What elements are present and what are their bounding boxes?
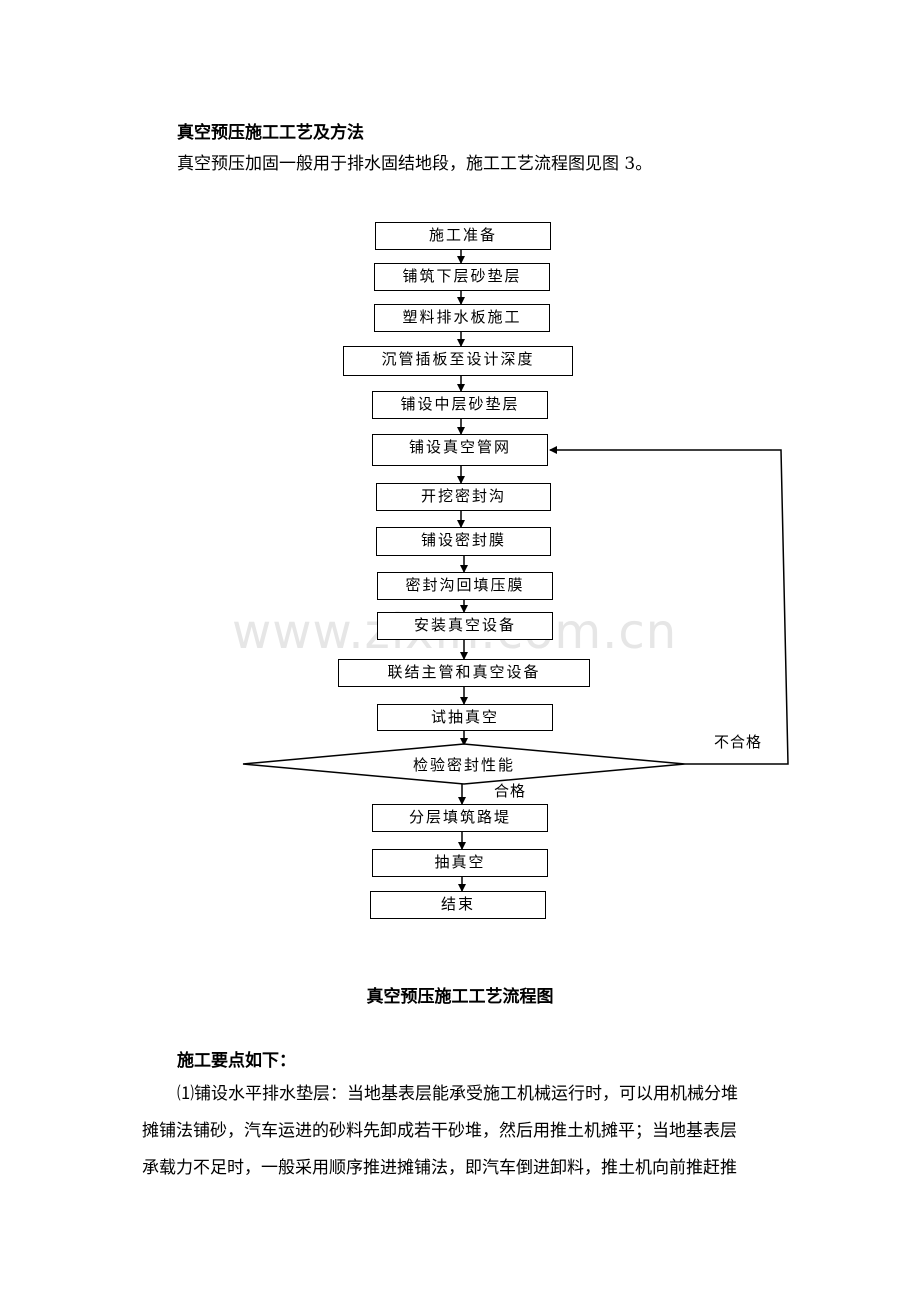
key-point-line-1: ⑴铺设水平排水垫层：当地基表层能承受施工机械运行时，可以用机械分堆 — [177, 1084, 738, 1104]
step-13: 分层填筑路堤 — [372, 804, 548, 832]
intro-paragraph: 真空预压加固一般用于排水固结地段，施工工艺流程图见图 3。 — [177, 154, 653, 174]
step-10: 安装真空设备 — [377, 612, 553, 640]
step-1: 施工准备 — [375, 222, 551, 250]
step-3: 塑料排水板施工 — [374, 304, 550, 332]
step-11: 联结主管和真空设备 — [338, 659, 590, 687]
step-5: 铺设中层砂垫层 — [372, 391, 548, 419]
key-point-line-3: 承载力不足时，一般采用顺序推进摊铺法，即汽车倒进卸料，推土机向前推赶推 — [142, 1158, 737, 1178]
step-9: 密封沟回填压膜 — [377, 572, 553, 600]
step-4: 沉管插板至设计深度 — [343, 346, 573, 376]
step-14: 抽真空 — [372, 849, 548, 877]
key-point-line-2: 摊铺法铺砂，汽车运进的砂料先卸成若干砂堆，然后用推土机摊平；当地基表层 — [142, 1121, 737, 1141]
step-15: 结束 — [370, 891, 546, 919]
figure-caption: 真空预压施工工艺流程图 — [366, 987, 554, 1007]
step-7: 开挖密封沟 — [376, 483, 551, 511]
step-8: 铺设密封膜 — [376, 527, 551, 556]
key-points-title: 施工要点如下： — [177, 1051, 296, 1071]
pass-label: 合格 — [494, 782, 527, 800]
step-12: 试抽真空 — [377, 704, 553, 731]
fail-label: 不合格 — [714, 733, 763, 751]
step-2: 铺筑下层砂垫层 — [374, 263, 550, 291]
step-6: 铺设真空管网 — [372, 434, 548, 466]
decision-label: 检验密封性能 — [412, 756, 515, 774]
section-title: 真空预压施工工艺及方法 — [177, 123, 364, 143]
